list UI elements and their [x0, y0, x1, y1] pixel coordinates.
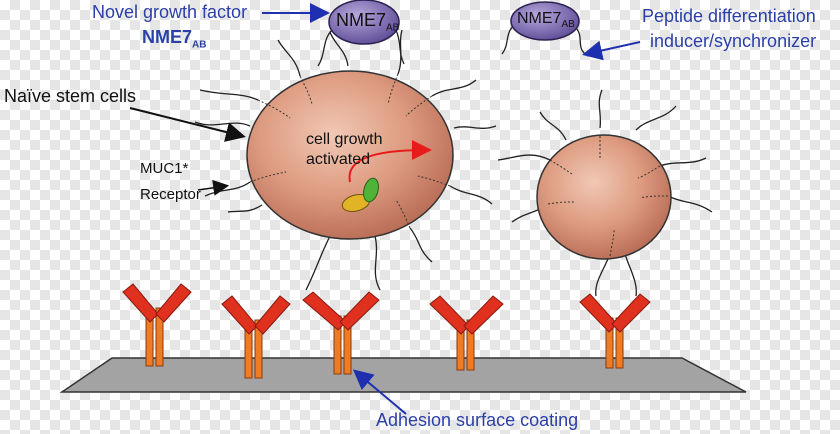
- nme7-label-sub: AB: [561, 19, 575, 31]
- arrow-peptide: [582, 40, 641, 61]
- membrane-receptor-traces-right: [547, 135, 669, 257]
- arrow-adhesion: [352, 369, 407, 415]
- adhesion-surface: [59, 357, 747, 393]
- arrow-muc1-receptor: [197, 179, 230, 196]
- nme7-label-main: NME7: [517, 10, 562, 27]
- growth-factor-title: Novel growth factor: [92, 2, 248, 22]
- muc1-label-line1: MUC1*: [140, 160, 189, 177]
- cell-growth-label-line1: cell growth: [306, 131, 383, 148]
- adhesion-label: Adhesion surface coating: [376, 410, 579, 430]
- peptide-label-line2: inducer/synchronizer: [650, 31, 817, 51]
- nme7-molecule-label-free: NME7AB: [517, 9, 575, 31]
- membrane-receptor-traces: [249, 73, 451, 229]
- antibody: [579, 293, 651, 369]
- cell-growth-label-line2: activated: [306, 151, 371, 168]
- differentiated-cell: [536, 134, 672, 260]
- nme7-label-sub: AB: [386, 22, 400, 34]
- activation-arrow: [348, 140, 432, 183]
- nme7-molecule-free: [510, 1, 580, 41]
- antibody: [221, 295, 291, 379]
- growth-factor-name: NME7AB: [142, 27, 206, 52]
- naive-stem-cells-label: Naïve stem cells: [4, 86, 137, 106]
- growth-factor-name-main: NME7: [142, 27, 193, 47]
- signaling-protein-green: [363, 177, 379, 203]
- naive-stem-cell: [246, 70, 454, 240]
- nme7-label-main: NME7: [336, 10, 387, 30]
- antibody: [302, 291, 380, 375]
- muc1-receptor-tails-right: [497, 89, 713, 297]
- antibody: [429, 295, 504, 371]
- peptide-label-line1: Peptide differentiation: [642, 6, 816, 26]
- muc1-label-line2: Receptor: [140, 186, 201, 203]
- arrow-naive-stem-cells: [129, 107, 246, 142]
- nme7-molecule-label-bound: NME7AB: [336, 10, 399, 35]
- growth-factor-label: Novel growth factor: [92, 2, 247, 24]
- antibody: [122, 283, 192, 367]
- growth-factor-name-sub: AB: [192, 39, 207, 51]
